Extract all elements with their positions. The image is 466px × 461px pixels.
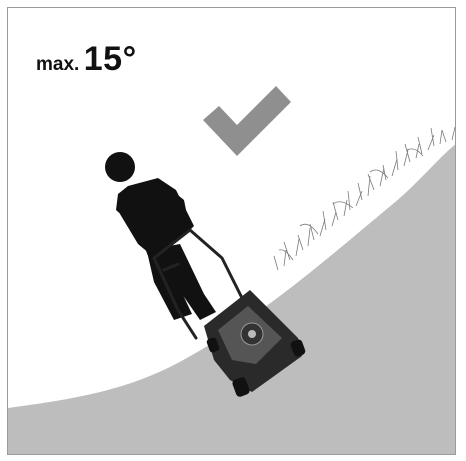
illustration-frame: max. 15° (7, 7, 456, 455)
slope-limit-label: max. 15° (36, 42, 137, 76)
checkmark-icon (203, 86, 291, 156)
label-value: 15° (84, 40, 137, 78)
label-prefix: max. (36, 54, 79, 75)
person-figure (105, 152, 216, 320)
slope-hill (8, 143, 456, 455)
